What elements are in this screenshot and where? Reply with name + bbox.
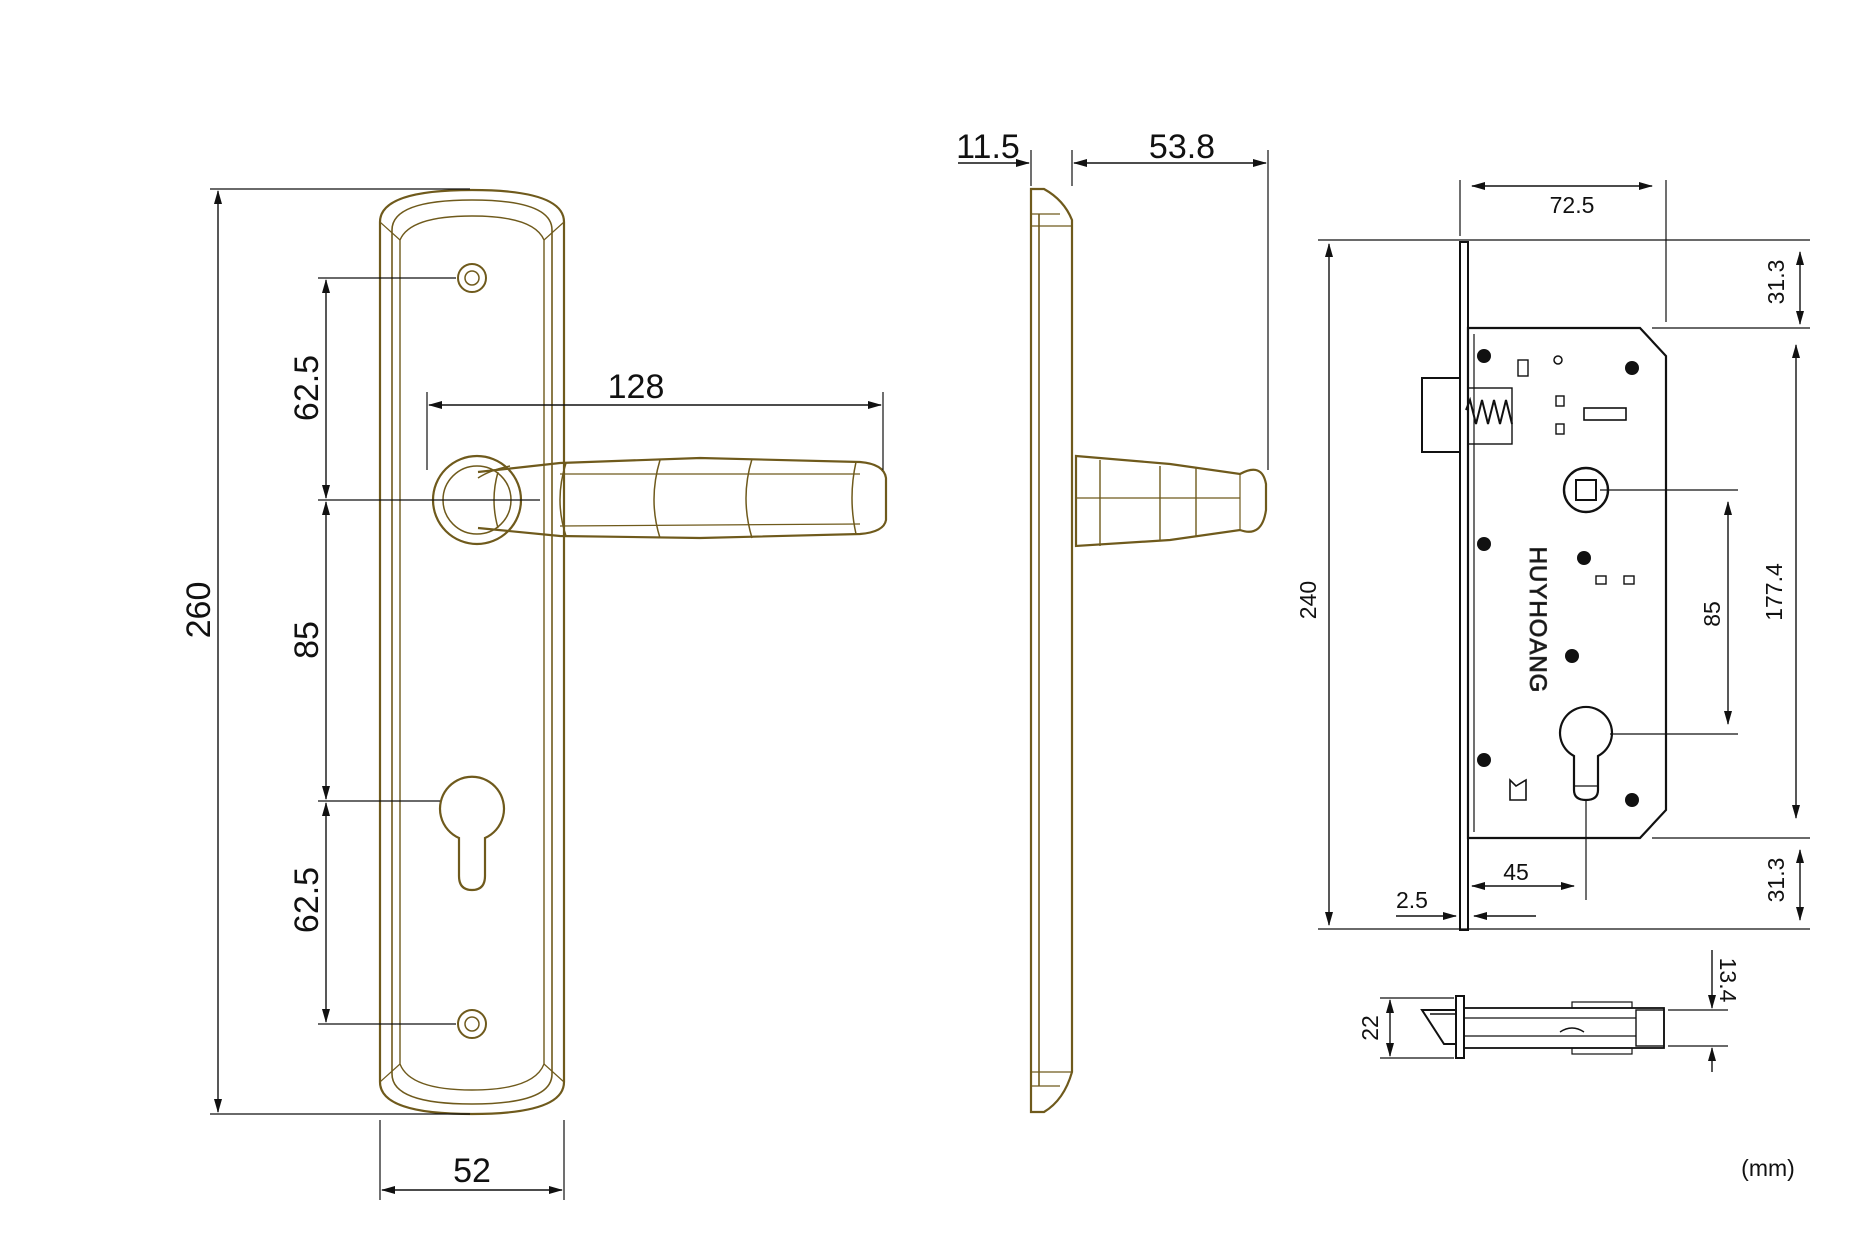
dim-backset-label: 72.5 (1550, 192, 1595, 218)
mortise-lock-body: HUYHOANG 72.5 240 31.3 177.4 85 31.3 45 … (1295, 180, 1810, 931)
backplate-outer (378, 188, 566, 1116)
dim-bottom-screw-label: 62.5 (288, 867, 326, 933)
dim-top-offset-label: 31.3 (1763, 260, 1789, 305)
dim-latch-width-label: 22 (1357, 1015, 1383, 1041)
top-screw-icon (457, 263, 487, 293)
lever-handle (477, 456, 888, 540)
latch-top-view: 22 13.4 (1357, 950, 1741, 1072)
dim-plate-thickness-label: 11.5 (956, 128, 1020, 166)
dim-latch-thickness-label: 13.4 (1715, 958, 1741, 1003)
cylinder-cutout-icon (1558, 705, 1614, 802)
handle-side-view: 11.5 53.8 (956, 128, 1269, 1114)
backplate-bevel (391, 199, 553, 1105)
dim-center-label: 85 (1699, 601, 1725, 627)
latch-bolt (1421, 377, 1461, 453)
dim-cylinder-backset-label: 45 (1503, 859, 1529, 885)
dim-top-screw-label: 62.5 (288, 355, 326, 421)
side-lever (1074, 454, 1268, 548)
dim-handle-length-label: 128 (608, 368, 665, 406)
backplate-inner (399, 215, 545, 1091)
faceplate (1459, 241, 1469, 931)
dim-handle-cylinder-label: 85 (288, 621, 326, 659)
bottom-screw-icon (457, 1009, 487, 1039)
dim-width-label: 52 (453, 1152, 491, 1190)
dim-faceplate-height-label: 240 (1295, 581, 1321, 619)
spring-icon (1465, 396, 1513, 425)
case-screw-icons (1477, 349, 1639, 807)
dim-body-height-label: 177.4 (1761, 563, 1787, 621)
unit-label: (mm) (1741, 1155, 1795, 1181)
keyhole-icon (438, 775, 506, 892)
brand-logo-text: HUYHOANG (1524, 547, 1551, 694)
dim-faceplate-thickness-label: 2.5 (1396, 887, 1428, 913)
dim-bottom-offset-label: 31.3 (1763, 858, 1789, 903)
handle-front-view: 260 62.5 85 62.5 128 52 (180, 188, 888, 1200)
dim-height-label: 260 (180, 582, 218, 639)
lock-case (1466, 326, 1668, 840)
latch-faceplate (1455, 995, 1465, 1059)
latch-body (1463, 1007, 1665, 1049)
dim-projection-label: 53.8 (1149, 128, 1215, 166)
side-backplate (1029, 187, 1074, 1114)
